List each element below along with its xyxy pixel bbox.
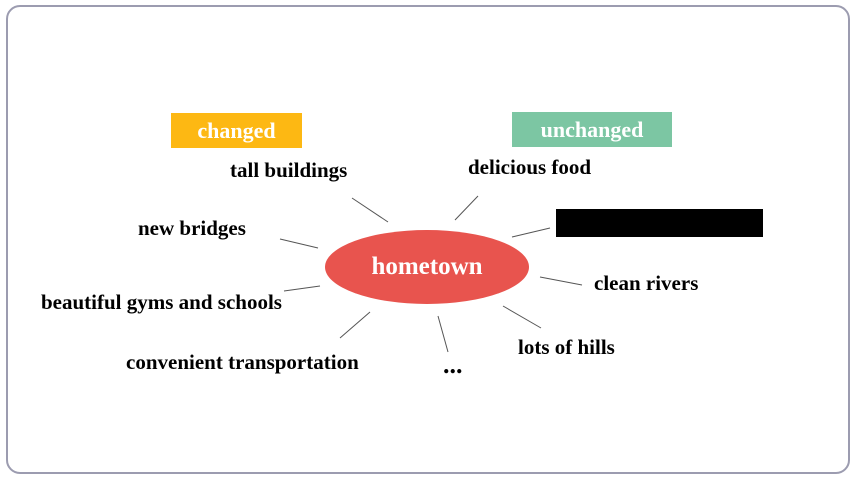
item-lots-of-hills: lots of hills [518,335,615,359]
connector-line-1 [351,197,389,223]
item-convenient-transportation: convenient transportation [126,350,359,374]
slide-frame [6,5,850,474]
connector-line-4 [339,311,371,339]
connector-line-3 [283,285,321,292]
item-tall-buildings: tall buildings [230,158,348,182]
connector-line-6 [502,305,542,329]
connector-line-5 [437,315,449,353]
connector-line-2 [279,238,319,249]
connector-line-9 [454,195,479,221]
unchanged-tag: unchanged [512,112,672,147]
hometown-label: hometown [371,253,483,280]
hometown-ellipse [325,230,529,304]
item-clean-rivers: clean rivers [594,271,699,295]
item-new-bridges: new bridges [138,216,246,240]
item-beautiful-gyms-and-schools: beautiful gyms and schools [41,290,282,314]
connector-line-7 [539,276,583,286]
redacted-answer-box [556,209,763,237]
connector-line-8 [511,227,551,238]
item-delicious-food: delicious food [468,155,592,179]
ellipsis: ... [443,350,463,379]
changed-tag: changed [171,113,302,148]
